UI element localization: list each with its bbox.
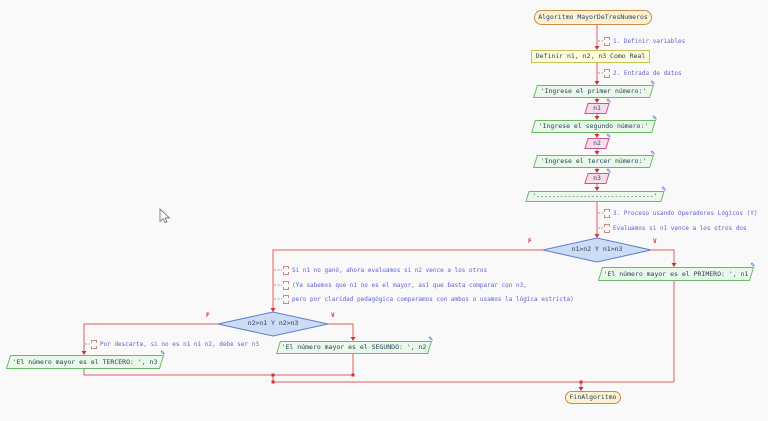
comment-ya-sabemos: (Ya sabemos que n1 no es el mayor, así q… xyxy=(283,281,527,290)
comment-text: 1. Definir variables xyxy=(613,37,686,45)
comment-text: 2. Entrada de datos xyxy=(613,69,682,77)
decision-diamonds[interactable] xyxy=(217,237,652,337)
pen-icon: ✎ xyxy=(650,78,655,87)
comment-text: Por descarte, si no es n1 ni n2, debe se… xyxy=(100,340,259,348)
comment-text: Evaluamos si n1 vence a los otros dos xyxy=(613,224,747,232)
comment-icon xyxy=(283,266,289,275)
comment-icon xyxy=(283,295,289,304)
comment-icon xyxy=(283,281,289,290)
pen-icon: ✎ xyxy=(750,260,755,269)
decision-2-true-label: V xyxy=(331,312,335,319)
pen-icon: ✎ xyxy=(652,113,657,122)
comment-evaluamos-n1: Evaluamos si n1 vence a los otros dos xyxy=(604,224,747,233)
output-prompt-3[interactable]: 'Ingrese el tercer número:' ✎ xyxy=(533,149,655,168)
pen-icon: ✎ xyxy=(606,96,611,105)
comment-icon xyxy=(604,37,610,46)
node-label: 'Ingrese el primer número:' xyxy=(540,87,647,96)
output-first[interactable]: 'El número mayor es el PRIMERO: ', n1 ✎ xyxy=(597,261,755,281)
output-separator[interactable]: '------------------------------' ✎ xyxy=(525,185,666,202)
arrowheads xyxy=(81,46,677,391)
output-third[interactable]: 'El número mayor es el TERCERO: ', n3 ✎ xyxy=(5,349,165,369)
input-read-3[interactable]: n3 ✎ xyxy=(584,167,611,184)
node-label: 'El número mayor es el SEGUNDO: ', n2 xyxy=(281,343,427,352)
output-prompt-2[interactable]: 'Ingrese el segundo número:' ✎ xyxy=(531,114,657,133)
input-read-2[interactable]: n2 ✎ xyxy=(584,132,611,149)
pen-icon: ✎ xyxy=(606,131,611,140)
comment-entrada-datos: 2. Entrada de datos xyxy=(604,69,682,78)
node-label: '------------------------------' xyxy=(532,192,658,201)
input-read-1[interactable]: n1 ✎ xyxy=(584,97,611,114)
comment-connectors xyxy=(85,40,603,345)
node-label: 'Ingrese el segundo número:' xyxy=(538,122,649,131)
pen-icon: ✎ xyxy=(160,348,165,357)
pen-icon: ✎ xyxy=(606,166,611,175)
node-label: n2 xyxy=(593,139,601,148)
comment-icon xyxy=(91,340,97,349)
comment-text: Si n1 no ganó, ahora evaluamos si n2 ven… xyxy=(292,266,488,274)
comment-si-n1-no-gano: Si n1 no ganó, ahora evaluamos si n2 ven… xyxy=(283,266,487,275)
comment-definir-variables: 1. Definir variables xyxy=(604,37,685,46)
comment-icon xyxy=(604,224,610,233)
comment-icon xyxy=(604,69,610,78)
comment-icon xyxy=(604,209,610,218)
start-terminal[interactable]: Algoritmo MayorDeTresNumeros xyxy=(534,10,652,25)
node-label: n1 xyxy=(593,104,601,113)
mouse-cursor xyxy=(159,207,171,224)
comment-proceso-operadores: 3. Proceso usando Operadores Lógicos (Y) xyxy=(604,209,758,218)
decision-2-label[interactable]: n2>n1 Y n2>n3 xyxy=(247,319,299,327)
node-label: 'Ingrese el tercer número:' xyxy=(540,157,647,166)
end-terminal[interactable]: FinAlgoritmo xyxy=(565,391,621,404)
pen-icon: ✎ xyxy=(428,334,433,343)
output-prompt-1[interactable]: 'Ingrese el primer número:' ✎ xyxy=(533,79,655,98)
comment-claridad-pedagogica: pero por claridad pedagógica comparamos … xyxy=(283,295,574,304)
output-second[interactable]: 'El número mayor es el SEGUNDO: ', n2 ✎ xyxy=(276,335,433,354)
decision-1-true-label: V xyxy=(653,238,657,245)
node-label: 'El número mayor es el TERCERO: ', n3 xyxy=(12,357,158,366)
decision-2-false-label: F xyxy=(206,312,210,319)
comment-text: pero por claridad pedagógica comparamos … xyxy=(292,295,574,303)
declare-process[interactable]: Definir n1, n2, n3 Como Real xyxy=(531,50,650,63)
node-label: 'El número mayor es el PRIMERO: ', n1 xyxy=(603,269,749,278)
pen-icon: ✎ xyxy=(661,184,666,193)
pen-icon: ✎ xyxy=(650,148,655,157)
decision-1-false-label: F xyxy=(528,238,532,245)
comment-text: (Ya sabemos que n1 no es el mayor, así q… xyxy=(292,281,527,289)
decision-2-shape xyxy=(217,311,329,337)
decision-1-shape xyxy=(542,237,652,263)
comment-por-descarte: Por descarte, si no es n1 ni n2, debe se… xyxy=(91,340,259,349)
comment-text: 3. Proceso usando Operadores Lógicos (Y) xyxy=(613,209,758,217)
decision-1-label[interactable]: n1>n2 Y n1>n3 xyxy=(571,245,623,253)
node-label: n3 xyxy=(593,174,601,183)
